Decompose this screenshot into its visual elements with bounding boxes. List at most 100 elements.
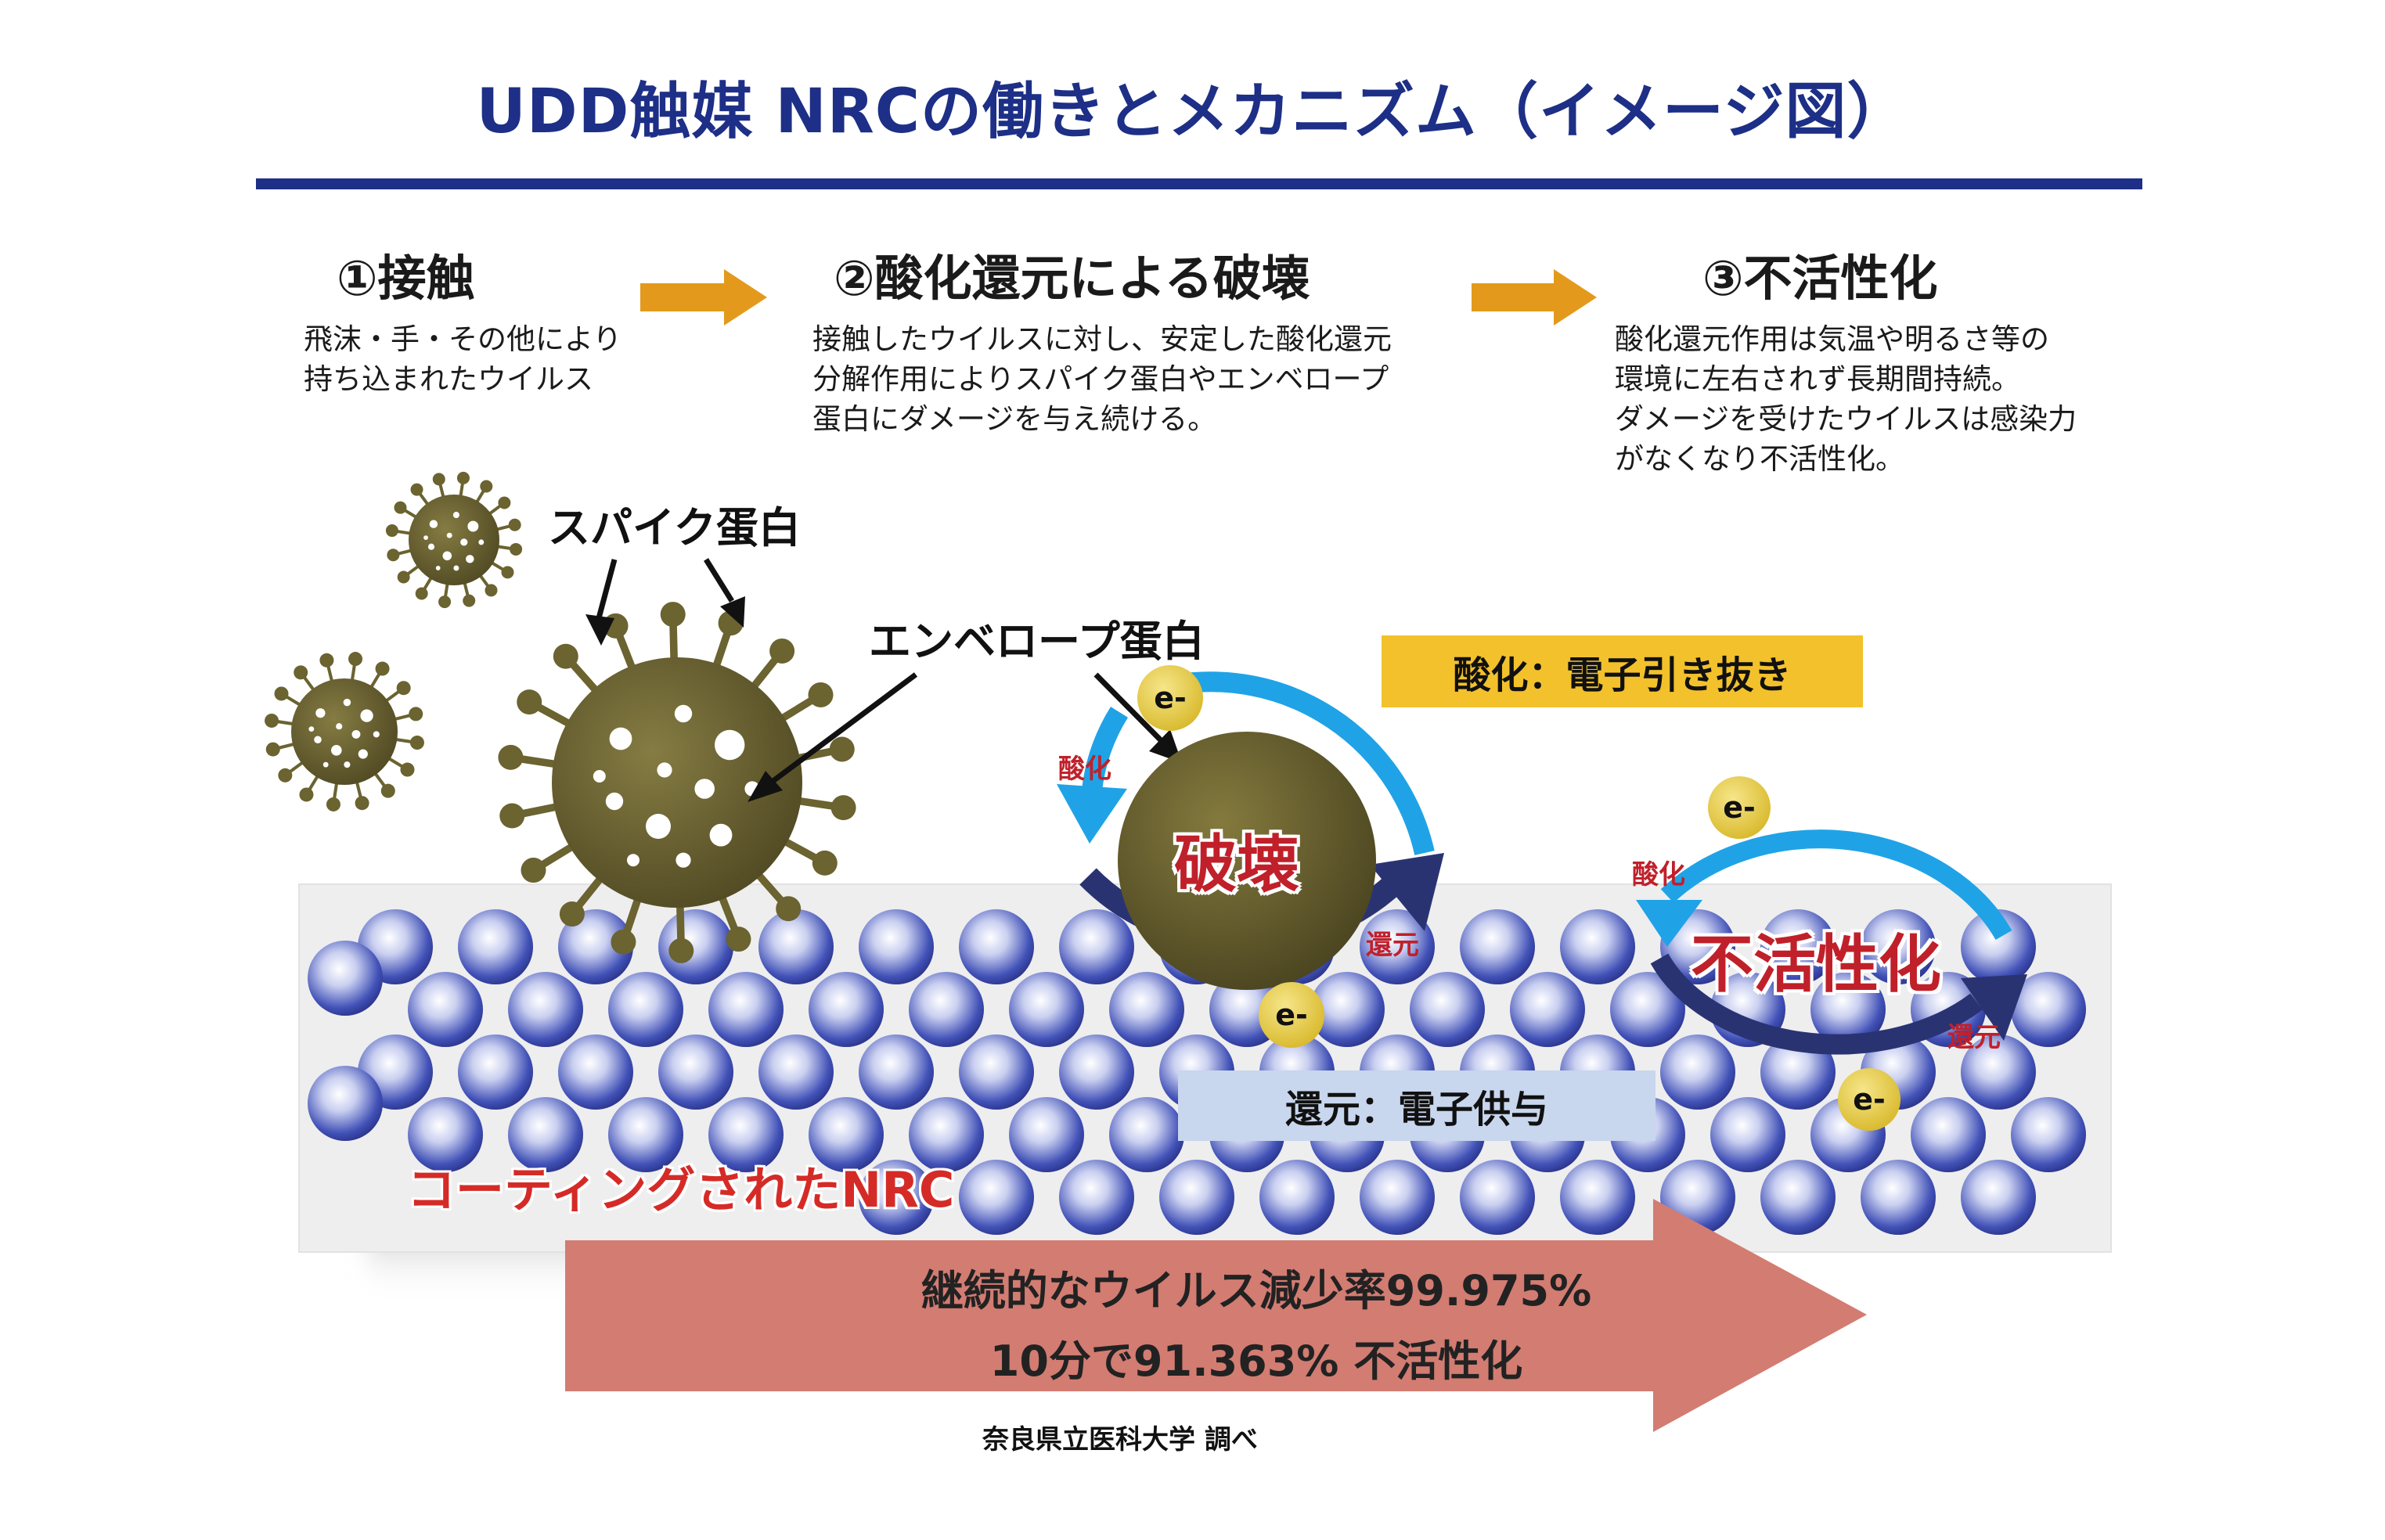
nrc-sphere bbox=[1460, 909, 1535, 984]
nrc-sphere bbox=[1610, 972, 1685, 1047]
result-line-2: 10分で91.363% 不活性化 bbox=[989, 1337, 1523, 1386]
step-1-description: 飛沫・手・その他により 持ち込まれたウイルス bbox=[304, 319, 621, 399]
nrc-sphere bbox=[859, 909, 934, 984]
virus-small-icon bbox=[265, 652, 424, 811]
desc-line: 飛沫・手・その他により bbox=[304, 322, 622, 356]
source-note: 奈良県立医科大学 調べ bbox=[982, 1424, 1258, 1455]
step-arrow-2 bbox=[1472, 269, 1597, 326]
nrc-sphere bbox=[708, 1097, 784, 1172]
oxidation-arrowhead bbox=[1057, 784, 1127, 844]
step-3-description: 酸化還元作用は気温や明るさ等の 環境に左右されず長期間持続。 ダメージを受けたウ… bbox=[1615, 319, 2077, 479]
nrc-sphere bbox=[758, 909, 834, 984]
step-3-title: ③不活性化 bbox=[1702, 250, 1938, 307]
nrc-sphere bbox=[1961, 1160, 2036, 1235]
oxidation-arrowhead-2 bbox=[1636, 900, 1702, 947]
nrc-sphere bbox=[1059, 1160, 1134, 1235]
desc-line: 分解作用によりスパイク蛋白やエンベロープ bbox=[812, 362, 1389, 396]
inactivation-label: 不活性化 bbox=[1691, 928, 1941, 1001]
nrc-sphere bbox=[1109, 1097, 1184, 1172]
electron-icon bbox=[1838, 1068, 1900, 1131]
desc-line: 環境に左右されず長期間持続。 bbox=[1615, 362, 2020, 396]
nrc-sphere bbox=[1360, 1160, 1435, 1235]
reduction-label: 還元 bbox=[1366, 930, 1419, 961]
step-2-title: ②酸化還元による破壊 bbox=[834, 250, 1310, 307]
nrc-sphere bbox=[1911, 1097, 1986, 1172]
nrc-sphere bbox=[308, 1066, 383, 1141]
reduction-arc-2 bbox=[1650, 953, 1983, 1055]
nrc-sphere bbox=[1510, 972, 1585, 1047]
virus-small-icon bbox=[385, 471, 523, 609]
nrc-sphere bbox=[408, 1097, 483, 1172]
result-line-1: 継続的なウイルス減少率99.975% bbox=[920, 1266, 1592, 1315]
electron-icon bbox=[1137, 665, 1203, 731]
nrc-sphere bbox=[1961, 1034, 2036, 1110]
nrc-sphere bbox=[1660, 1034, 1735, 1110]
oxidation-label: 酸化 bbox=[1632, 859, 1685, 891]
nrc-sphere bbox=[1410, 972, 1485, 1047]
envelope-protein-label: エンベロープ蛋白 bbox=[869, 617, 1205, 666]
desc-line: ダメージを受けたウイルスは感染力 bbox=[1615, 402, 2077, 436]
nrc-sphere bbox=[1861, 909, 1936, 984]
electron-label: e- bbox=[1853, 1082, 1886, 1117]
electron-icon bbox=[1708, 776, 1771, 839]
desc-line: がなくなり不活性化。 bbox=[1615, 442, 1904, 476]
desc-line: 蛋白にダメージを与え続ける。 bbox=[812, 402, 1217, 436]
destroyed-virus-icon bbox=[1118, 732, 1376, 990]
nrc-sphere bbox=[658, 1034, 733, 1110]
nrc-sphere bbox=[1360, 909, 1435, 984]
nrc-sphere bbox=[1059, 909, 1134, 984]
nrc-sphere bbox=[809, 972, 884, 1047]
reduction-definition-box: 還元：電子供与 bbox=[1178, 1070, 1655, 1141]
nrc-sphere bbox=[458, 1034, 533, 1110]
electron-icon bbox=[1259, 982, 1324, 1048]
nrc-sphere bbox=[1259, 1160, 1335, 1235]
nrc-sphere bbox=[1109, 972, 1184, 1047]
electron-label: e- bbox=[1154, 681, 1187, 715]
oxidation-arc-left bbox=[1082, 707, 1129, 792]
nrc-sphere bbox=[408, 972, 483, 1047]
spike-protein-label: スパイク蛋白 bbox=[548, 503, 801, 552]
electron-label: e- bbox=[1723, 790, 1756, 825]
electron-label: e- bbox=[1275, 998, 1308, 1032]
desc-line: 酸化還元作用は気温や明るさ等の bbox=[1615, 322, 2049, 356]
nrc-sphere bbox=[1810, 972, 1886, 1047]
nrc-sphere bbox=[959, 1160, 1034, 1235]
oxidation-arc bbox=[1147, 671, 1435, 855]
nrc-sphere bbox=[1009, 1097, 1084, 1172]
desc-line: 持ち込まれたウイルス bbox=[304, 362, 593, 396]
nrc-sphere bbox=[608, 972, 683, 1047]
nrc-sphere bbox=[1760, 909, 1836, 984]
oxidation-definition-box: 酸化：電子引き抜き bbox=[1382, 635, 1863, 707]
oxidation-label: 酸化 bbox=[1058, 754, 1111, 785]
nrc-sphere bbox=[809, 1097, 884, 1172]
nrc-sphere bbox=[608, 1097, 683, 1172]
nrc-sphere bbox=[2011, 1097, 2086, 1172]
nrc-sphere bbox=[1861, 1160, 1936, 1235]
nrc-sphere bbox=[1159, 1160, 1234, 1235]
nrc-sphere bbox=[859, 1160, 934, 1235]
nrc-sphere bbox=[1460, 1160, 1535, 1235]
virus-main-icon bbox=[498, 602, 856, 963]
nrc-spheres bbox=[308, 909, 2086, 1235]
result-arrow bbox=[565, 1199, 1867, 1432]
nrc-sphere bbox=[1961, 909, 2036, 984]
nrc-sphere bbox=[1059, 1034, 1134, 1110]
nrc-sphere bbox=[558, 1034, 633, 1110]
title-underline bbox=[256, 178, 2142, 189]
nrc-sphere bbox=[2011, 972, 2086, 1047]
nrc-sphere bbox=[1710, 1097, 1785, 1172]
step-1-title: ①接触 bbox=[337, 250, 475, 307]
nrc-sphere bbox=[758, 1034, 834, 1110]
desc-line: 接触したウイルスに対し、安定した酸化還元 bbox=[812, 322, 1392, 356]
nrc-sphere bbox=[1560, 1160, 1635, 1235]
reduction-arrowhead-2 bbox=[1961, 974, 2027, 1041]
nrc-sphere bbox=[1760, 1160, 1836, 1235]
nrc-sphere bbox=[1009, 972, 1084, 1047]
nrc-sphere bbox=[308, 941, 383, 1016]
nrc-sphere bbox=[1310, 972, 1385, 1047]
nrc-sphere bbox=[959, 1034, 1034, 1110]
nrc-sphere bbox=[508, 1097, 583, 1172]
nrc-sphere bbox=[909, 1097, 984, 1172]
